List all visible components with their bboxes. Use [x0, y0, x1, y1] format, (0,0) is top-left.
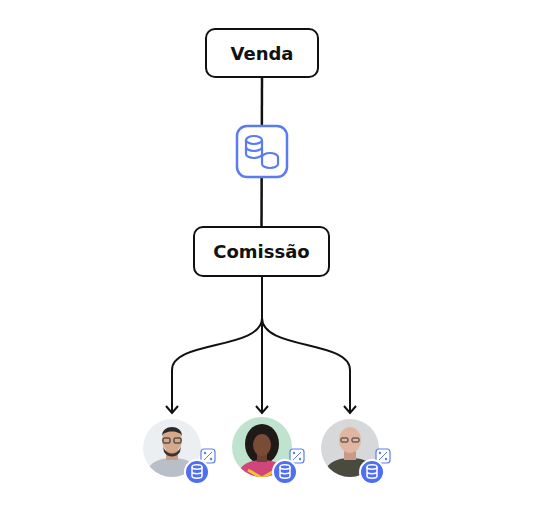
process-box: Venda	[205, 28, 319, 78]
box-label: Comissão	[213, 241, 309, 262]
coin-icon	[237, 126, 287, 177]
connector-line	[261, 78, 263, 226]
person-avatar	[143, 419, 201, 480]
process-box: Comissão	[193, 226, 330, 277]
person-avatar	[321, 419, 379, 480]
box-label: Venda	[231, 43, 294, 64]
split-arrows	[166, 277, 356, 413]
connector-stroke	[260, 78, 263, 226]
person-avatar	[232, 417, 292, 480]
commission-badges	[185, 449, 390, 484]
